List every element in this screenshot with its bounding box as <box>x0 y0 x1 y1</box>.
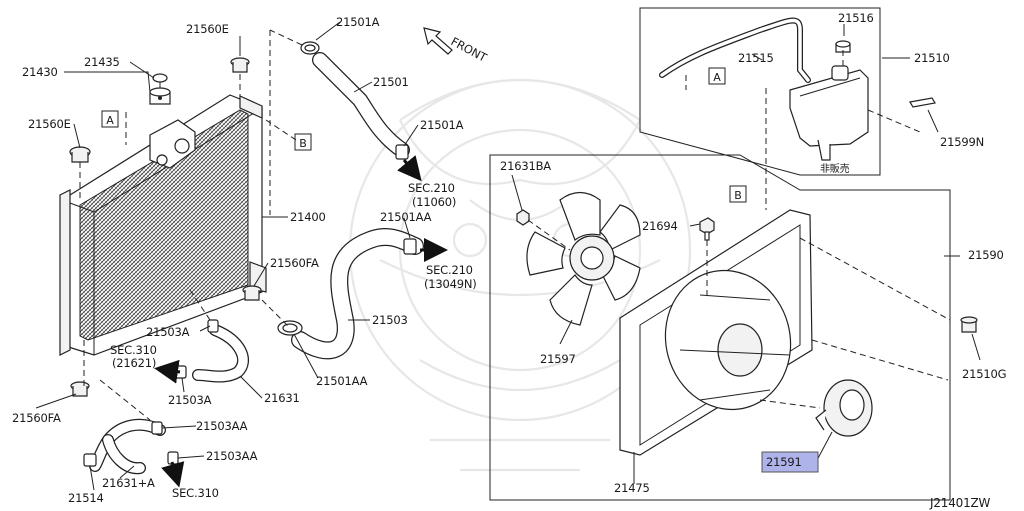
svg-text:B: B <box>734 189 742 202</box>
svg-text:A: A <box>106 114 114 127</box>
label-21501A-mid[interactable]: 21501A <box>420 118 464 132</box>
label-plate-21599N[interactable] <box>909 97 936 108</box>
reservoir-tank-group-box <box>639 7 881 176</box>
sec-310-21621-ref[interactable]: SEC.310 <box>110 343 157 357</box>
clip-21514[interactable] <box>83 453 97 467</box>
label-21631A[interactable]: 21631+A <box>102 476 155 490</box>
reservoir-tank-21510[interactable] <box>789 65 869 161</box>
hose-clamp-21503AA-top[interactable] <box>151 421 163 435</box>
mount-rubber-21560FA-mid[interactable] <box>242 285 262 301</box>
assembly-lines-left <box>79 29 303 421</box>
mount-rubber-21560FA-bot[interactable] <box>70 381 90 397</box>
overflow-hose-21515[interactable] <box>659 17 811 83</box>
label-21516[interactable]: 21516 <box>838 11 874 25</box>
label-21560FA-bot[interactable]: 21560FA <box>12 411 61 425</box>
label-21514[interactable]: 21514 <box>68 491 104 505</box>
diagram-code: J21401ZW <box>929 496 991 510</box>
label-21400[interactable]: 21400 <box>290 210 326 224</box>
label-21430[interactable]: 21430 <box>22 65 58 79</box>
label-21501AA-top[interactable]: 21501AA <box>380 210 432 224</box>
highlight-21591 <box>761 451 819 473</box>
label-21501[interactable]: 21501 <box>373 75 409 89</box>
label-21510[interactable]: 21510 <box>914 51 950 65</box>
label-21501A-top[interactable]: 21501A <box>336 15 380 29</box>
label-21599N[interactable]: 21599N <box>940 135 984 149</box>
section-refs: SEC.210 (11060) SEC.210 (13049N) SEC.310… <box>110 181 477 500</box>
label-21560FA-mid[interactable]: 21560FA <box>270 256 319 270</box>
label-21510G[interactable]: 21510G <box>962 367 1006 381</box>
sec-210-11060-ref[interactable]: SEC.210 <box>408 181 455 195</box>
upper-hose-21501[interactable] <box>312 52 410 158</box>
svg-text:A: A <box>713 71 721 84</box>
label-21475[interactable]: 21475 <box>614 481 650 495</box>
ref-marker-b-shroud: B <box>729 185 747 203</box>
ref-marker-a-left: A <box>101 110 119 128</box>
not-for-sale-label: 非販売 <box>820 162 850 175</box>
sec-210-13049N-sub: (13049N) <box>424 277 477 291</box>
label-21631BA[interactable]: 21631BA <box>500 159 551 173</box>
ref-marker-a-tank: A <box>708 67 726 85</box>
label-21435[interactable]: 21435 <box>84 55 120 69</box>
hose-21631[interactable] <box>192 324 249 383</box>
svg-text:B: B <box>299 137 307 150</box>
label-21631[interactable]: 21631 <box>264 391 300 405</box>
grommet-21510G[interactable] <box>960 316 978 333</box>
nut-21631BA[interactable] <box>516 209 530 226</box>
fan-assembly-group-box <box>489 154 951 501</box>
label-21501AA-bot[interactable]: 21501AA <box>316 374 368 388</box>
label-21503A-top[interactable]: 21503A <box>146 325 190 339</box>
part-labels: 21501A 21560E 21435 21430 21501 21501A 2… <box>12 11 1006 505</box>
front-label: FRONT <box>449 34 490 65</box>
label-21503AA-bot[interactable]: 21503AA <box>206 449 258 463</box>
fan-shroud-21475[interactable] <box>619 209 813 456</box>
sec-310-ref[interactable]: SEC.310 <box>172 486 219 500</box>
hose-clamp-21501AA-top[interactable] <box>403 238 417 255</box>
label-21503AA-top[interactable]: 21503AA <box>196 419 248 433</box>
leader-lines-left <box>35 21 419 491</box>
label-21694[interactable]: 21694 <box>642 219 678 233</box>
label-21515[interactable]: 21515 <box>738 51 774 65</box>
sec-arrows <box>154 155 448 488</box>
mount-rubber-21560E-left[interactable] <box>69 146 91 163</box>
radiator-filler-neck <box>149 119 196 169</box>
sec-210-11060-sub: (11060) <box>412 195 456 209</box>
hose-clamp-21503A-top[interactable] <box>207 319 219 333</box>
label-21560E-left[interactable]: 21560E <box>28 117 71 131</box>
assembly-lines-fan <box>511 174 981 484</box>
hose-21631A[interactable] <box>89 418 166 475</box>
radiator-cap-21430[interactable] <box>149 87 171 105</box>
fan-blade-21597[interactable] <box>526 191 641 326</box>
assembly-lines-tank <box>685 24 939 210</box>
hose-clamp-21501A-top[interactable] <box>300 41 320 55</box>
reservoir-cap-21516[interactable] <box>835 40 851 53</box>
hose-clamp-21501A-mid[interactable] <box>395 144 409 160</box>
label-21590[interactable]: 21590 <box>968 248 1004 262</box>
sec-210-13049N-ref[interactable]: SEC.210 <box>426 263 473 277</box>
lower-hose-21503[interactable] <box>291 228 424 360</box>
hose-clamp-21501AA-bot[interactable] <box>277 320 303 336</box>
bolt-21694[interactable] <box>699 217 715 241</box>
label-21560E-top[interactable]: 21560E <box>186 22 229 36</box>
seal-21435[interactable] <box>152 73 168 83</box>
front-arrow-icon <box>423 27 453 55</box>
label-21503A-bot[interactable]: 21503A <box>168 393 212 407</box>
ref-marker-b-left: B <box>294 133 312 151</box>
radiator-21400[interactable] <box>59 94 267 356</box>
fan-motor-21591[interactable] <box>815 379 873 437</box>
sec-310-21621-sub: (21621) <box>112 356 156 370</box>
label-21591[interactable]: 21591 <box>766 455 802 469</box>
mount-rubber-21560E-top[interactable] <box>230 57 250 73</box>
label-21597[interactable]: 21597 <box>540 352 576 366</box>
label-21503[interactable]: 21503 <box>372 313 408 327</box>
